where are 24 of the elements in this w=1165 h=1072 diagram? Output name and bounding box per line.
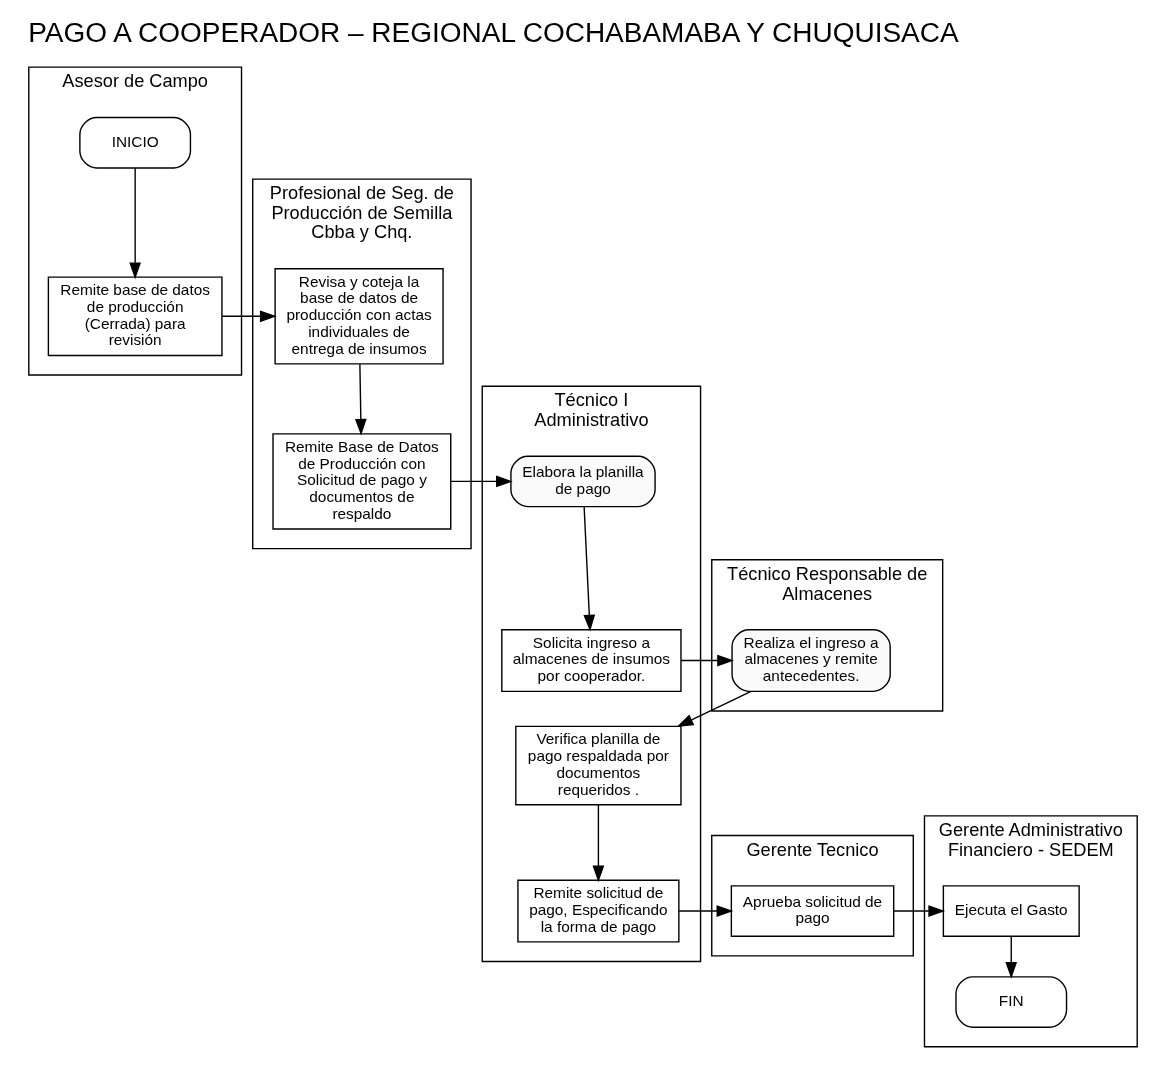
node-box: Ejecuta el Gasto (942, 885, 1080, 937)
node-box: Aprueba solicitud de pago (730, 885, 894, 937)
arrow (449, 475, 513, 488)
node-box: Remite solicitud de pago, Especificando la forma de pago (516, 879, 680, 943)
arrow (892, 905, 945, 917)
arrow (679, 654, 734, 667)
node-box: Realiza el ingreso a almacenes y remite antecedentes. (730, 629, 891, 693)
diagram-title: PAGO A COOPERADOR – REGIONAL COCHABAMABA Y CHUQUISACA (27, 16, 959, 48)
arrow (128, 167, 141, 280)
node-box: Revisa y coteja la base de datos de producción con actas individuales de entrega de insumos (273, 268, 444, 365)
node-box: Elabora la planilla de pago (509, 455, 656, 508)
node-box: Remite base de datos de producción (Cerrada) para revisión (47, 276, 223, 357)
node-box: Solicita ingreso a almacenes de insumos por cooperador. (500, 629, 682, 693)
arrow (677, 905, 733, 917)
arrow (1004, 935, 1017, 979)
arrow (354, 363, 367, 436)
arrow (221, 310, 277, 323)
arrow (592, 804, 604, 883)
node-box: INICIO (78, 116, 191, 169)
arrow (582, 506, 595, 632)
arrow (676, 690, 751, 728)
node-box: FIN (954, 976, 1067, 1028)
node-box: Remite Base de Datos de Producción con Solicitud de pago y documentos de respaldo (271, 433, 451, 530)
node-box: Verifica planilla de pago respaldada por documentos requeridos . (514, 725, 682, 806)
